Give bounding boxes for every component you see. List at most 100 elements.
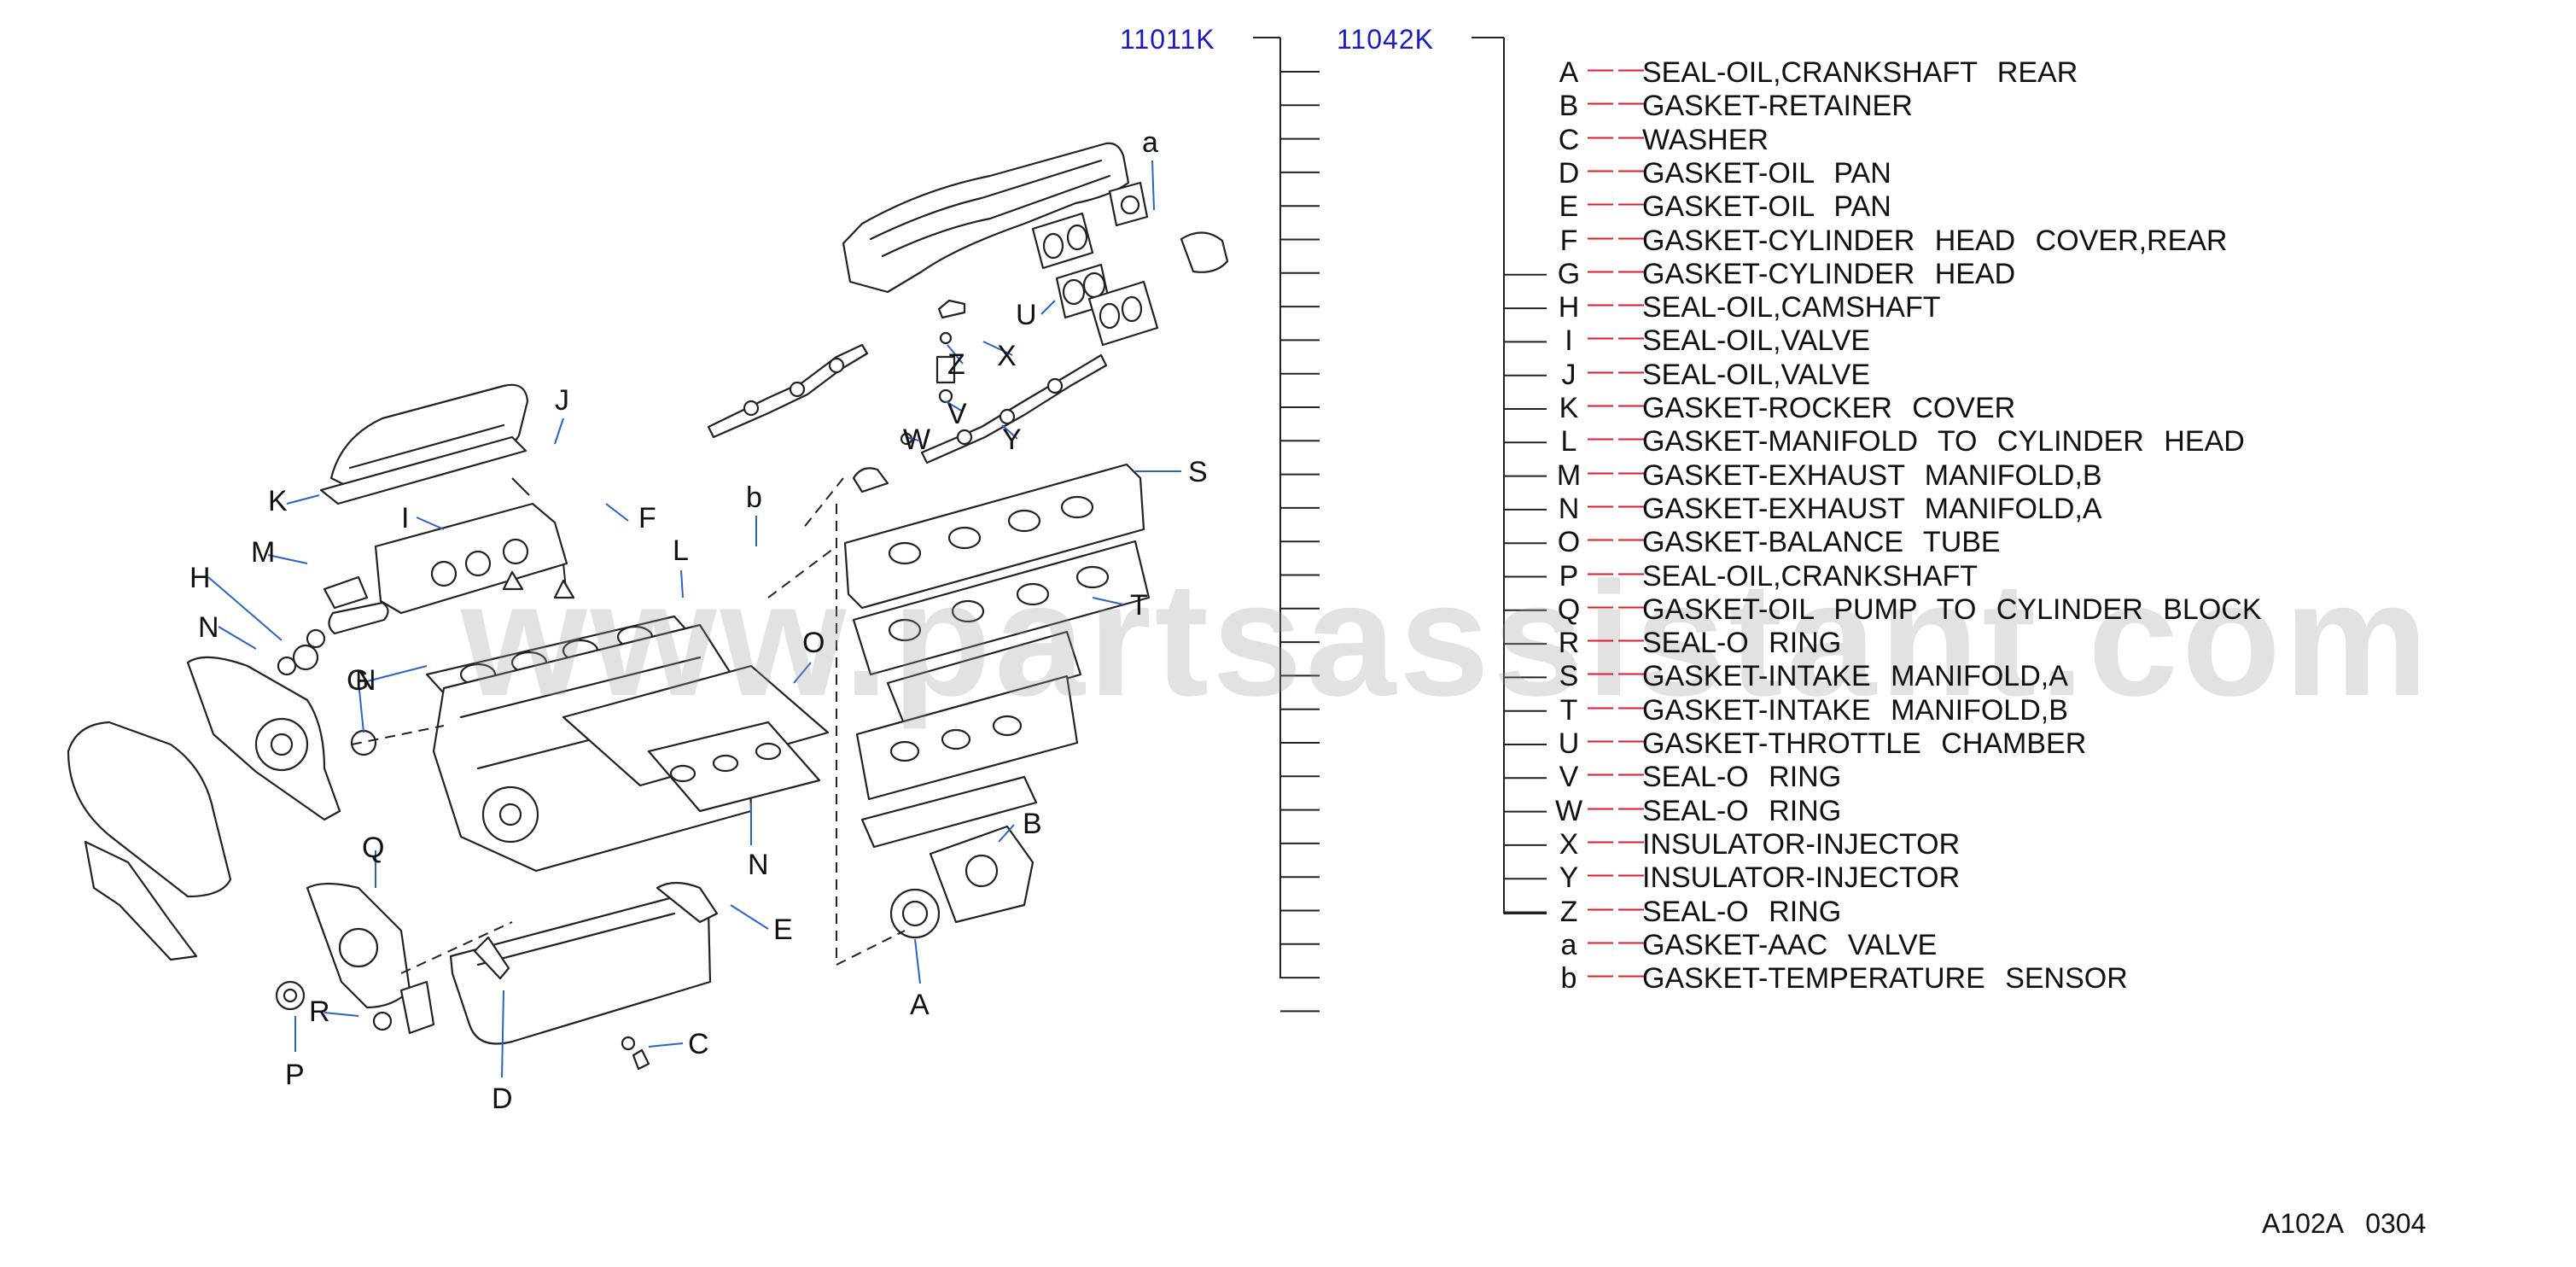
legend-row[interactable]: F——GASKET-CYLINDER HEAD COVER,REAR [0, 223, 2576, 259]
callout-label[interactable]: M [251, 536, 276, 569]
legend-row[interactable]: O——GASKET-BALANCE TUBE [0, 524, 2576, 560]
callout-label[interactable]: G [347, 664, 370, 697]
legend-row[interactable]: P——SEAL-OIL,CRANKSHAFT [0, 558, 2576, 594]
legend-row[interactable]: M——GASKET-EXHAUST MANIFOLD,B [0, 458, 2576, 493]
ring-seal-shape [464, 550, 492, 577]
callout-label[interactable]: Z [947, 348, 965, 381]
legend-row[interactable]: X——INSULATOR-INJECTOR [0, 826, 2576, 862]
legend-dash-separator: —— [1588, 524, 1649, 553]
legend-letter: K [1559, 392, 1579, 424]
legend-row[interactable]: L——GASKET-MANIFOLD TO CYLINDER HEAD [0, 423, 2576, 459]
legend-row[interactable]: U——GASKET-THROTTLE CHAMBER [0, 726, 2576, 762]
callout-label[interactable]: H [189, 562, 211, 594]
callout-label[interactable]: A [910, 989, 930, 1021]
legend-row[interactable]: B——GASKET-RETAINER [0, 88, 2576, 124]
ring-seal-shape [939, 331, 953, 345]
callout-label[interactable]: I [401, 502, 410, 534]
intake-manifold-gasket-b [886, 630, 1082, 727]
legend-part-name: GASKET-INTAKE MANIFOLD,B [1642, 693, 2068, 727]
legend-letter: V [1559, 761, 1579, 794]
callout-label[interactable]: Q [362, 832, 385, 864]
crankshaft-pulley [498, 803, 522, 826]
legend-row[interactable]: J——SEAL-OIL,VALVE [0, 357, 2576, 393]
legend-row[interactable]: Z——SEAL-O RING [0, 894, 2576, 930]
legend-row[interactable]: a——GASKET-AAC VALVE [0, 927, 2576, 963]
legend-dash-separator: —— [1588, 625, 1649, 654]
callout-label[interactable]: Y [1002, 423, 1022, 456]
legend-row[interactable]: C——WASHER [0, 121, 2576, 158]
callout-label[interactable]: R [309, 996, 330, 1028]
callout-label[interactable]: N [748, 849, 769, 881]
callout-label[interactable]: P [285, 1059, 305, 1091]
legend-letter: W [1554, 794, 1583, 827]
exhaust-manifold-seal [292, 644, 319, 671]
ring-seal-shape [1120, 195, 1140, 215]
callout-label[interactable]: T [1130, 589, 1148, 622]
legend-row[interactable]: V——SEAL-O RING [0, 759, 2576, 795]
legend-dash-separator: —— [1588, 255, 1649, 284]
legend-row[interactable]: N——GASKET-EXHAUST MANIFOLD,A [0, 491, 2576, 527]
legend-dash-separator: —— [1588, 121, 1649, 150]
callout-label[interactable]: a [1142, 126, 1158, 159]
legend-row[interactable]: b——GASKET-TEMPERATURE SENSOR [0, 960, 2576, 996]
callout-label[interactable]: X [997, 340, 1017, 372]
callout-label[interactable]: D [492, 1083, 513, 1115]
callout-label[interactable]: O [802, 627, 825, 659]
callout-leader-line [982, 341, 1013, 356]
legend-letter: E [1559, 190, 1579, 224]
legend-part-name: SEAL-OIL,VALVE [1642, 324, 1871, 358]
callout-label[interactable]: U [1016, 299, 1037, 331]
callout-label[interactable]: L [673, 534, 689, 567]
legend-letter: X [1559, 827, 1579, 861]
callout-label[interactable]: N [198, 611, 219, 644]
camshaft-seal-shape [306, 628, 326, 649]
callout-leader-line [358, 680, 364, 733]
oil-pan-gasket-d [473, 936, 510, 980]
rocker-cover [348, 423, 505, 470]
legend-part-name: GASKET-BALANCE TUBE [1642, 526, 2001, 559]
callout-label[interactable]: C [688, 1028, 709, 1060]
callout-label[interactable]: b [746, 482, 762, 514]
callout-label[interactable]: E [773, 914, 793, 946]
callout-label[interactable]: B [1023, 808, 1042, 840]
kit-code-11042k[interactable]: 11042K [1337, 24, 1434, 55]
legend-row[interactable]: W——SEAL-O RING [0, 793, 2576, 829]
legend-row[interactable]: H——SEAL-OIL,CAMSHAFT [0, 289, 2576, 325]
legend-letter: Y [1559, 861, 1579, 895]
callout-label[interactable]: V [947, 398, 967, 430]
ring-seal-shape [1121, 295, 1143, 323]
callout-label[interactable]: W [903, 423, 931, 456]
legend-row[interactable]: Q——GASKET-OIL PUMP TO CYLINDER BLOCK [0, 592, 2576, 628]
ring-seal-shape [789, 381, 806, 398]
callout-label[interactable]: J [555, 384, 569, 417]
assembly-guide-line [351, 725, 445, 745]
ring-seal-shape [1062, 278, 1086, 306]
legend-dash-separator: —— [1588, 960, 1649, 990]
kit-code-11011k[interactable]: 11011K [1120, 24, 1215, 55]
callout-label[interactable]: N [355, 664, 376, 697]
legend-row[interactable]: I——SEAL-OIL,VALVE [0, 323, 2576, 359]
callout-leader-line [906, 436, 919, 441]
callout-leader-line [286, 494, 320, 505]
legend-row[interactable]: E——GASKET-OIL PAN [0, 189, 2576, 225]
timing-cover-outer [67, 721, 232, 898]
cylinder-block [459, 656, 702, 719]
legend-row[interactable]: K——GASKET-ROCKER COVER [0, 390, 2576, 426]
legend-row[interactable]: D——GASKET-OIL PAN [0, 155, 2576, 191]
legend-part-name: SEAL-O RING [1642, 627, 1842, 660]
legend-row[interactable]: T——GASKET-INTAKE MANIFOLD,B [0, 692, 2576, 728]
legend-row[interactable]: R——SEAL-O RING [0, 625, 2576, 661]
oil-pan-gasket [476, 912, 676, 966]
legend-part-name: GASKET-OIL PUMP TO CYLINDER BLOCK [1642, 593, 2262, 626]
legend-row[interactable]: A——SEAL-OIL,CRANKSHAFT REAR [0, 55, 2576, 90]
legend-row[interactable]: Y——INSULATOR-INJECTOR [0, 860, 2576, 896]
callout-label[interactable]: K [268, 485, 288, 517]
legend-row[interactable]: S——GASKET-INTAKE MANIFOLD,A [0, 658, 2576, 694]
injector-insulator [937, 299, 966, 319]
legend-row[interactable]: G——GASKET-CYLINDER HEAD [0, 255, 2576, 292]
callout-label[interactable]: S [1188, 456, 1208, 488]
callout-label[interactable]: F [638, 502, 656, 534]
legend-part-name: GASKET-ROCKER COVER [1642, 392, 2016, 424]
legend-letter: a [1560, 928, 1577, 961]
